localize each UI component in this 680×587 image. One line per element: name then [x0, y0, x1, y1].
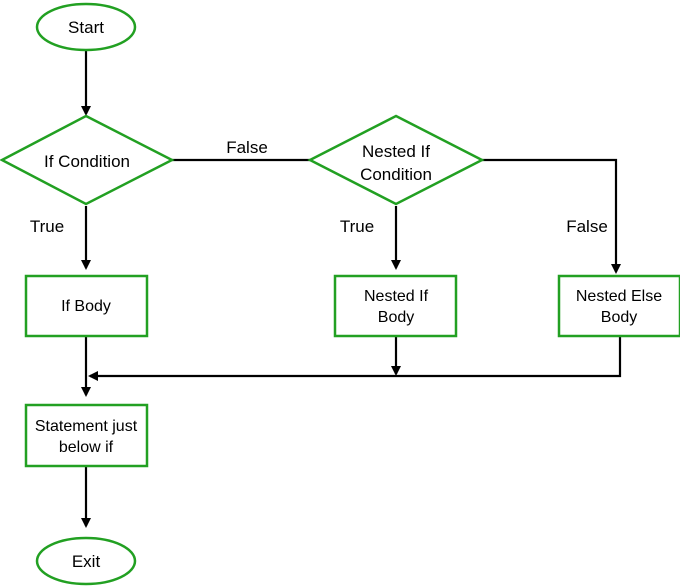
edge-label-if-true: True [30, 217, 64, 236]
nested-else-body-node: Nested Else Body [557, 274, 680, 338]
edge-nested-if-to-nested-else-body [482, 158, 621, 274]
edge-labels: False True True False [30, 138, 608, 236]
if-condition-label: If Condition [44, 152, 130, 171]
nested-else-body-label-line-2: Body [601, 309, 637, 326]
statement-below-if-label-line-1: Statement just [35, 418, 138, 435]
statement-below-if-label-line-2: below if [59, 439, 114, 456]
nested-if-condition-label-line-1: Nested If [362, 142, 430, 161]
start-label: Start [68, 18, 104, 37]
nested-if-condition-label-line-2: Condition [360, 165, 432, 184]
edge-nested-else-body-to-statement [88, 336, 622, 381]
if-body-node: If Body [24, 274, 149, 338]
nested-if-condition-node: Nested If Condition [307, 114, 485, 206]
edges [81, 50, 622, 528]
edge-label-nested-true: True [340, 217, 374, 236]
exit-label: Exit [72, 552, 101, 571]
nested-else-body-label-line-1: Nested Else [576, 288, 662, 305]
if-body-label: If Body [61, 298, 111, 315]
start-node: Start [35, 2, 137, 52]
nested-if-body-node: Nested If Body [333, 274, 458, 338]
nested-if-body-label-line-1: Nested If [364, 288, 429, 305]
if-condition-node: If Condition [0, 114, 175, 206]
nested-if-body-label-line-2: Body [378, 309, 414, 326]
exit-node: Exit [35, 536, 137, 586]
edge-label-if-false: False [226, 138, 268, 157]
edge-label-nested-false: False [566, 217, 608, 236]
statement-below-if-node: Statement just below if [24, 403, 149, 468]
